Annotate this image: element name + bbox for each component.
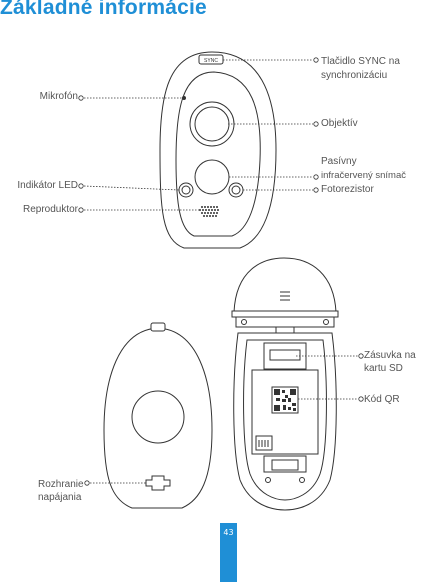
camera-front-illustration	[159, 51, 277, 249]
front-leader-lines	[83, 59, 313, 211]
label-power-line1: Rozhranie	[38, 479, 84, 490]
back-open-leaders	[296, 353, 364, 402]
label-power-line2: napájania	[38, 492, 82, 503]
page-number: 43	[223, 528, 234, 537]
label-pir-line1: Pasívny	[321, 156, 357, 167]
label-speaker: Reproduktor	[22, 204, 78, 215]
label-sync-line1: Tlačidlo SYNC na	[321, 56, 400, 67]
label-led: Indikátor LED	[17, 180, 78, 191]
back-cover-illustration	[103, 322, 213, 509]
label-sync-line2: synchronizáciu	[321, 70, 388, 81]
label-photoresistor: Fotorezistor	[321, 184, 374, 195]
page-number-tab	[220, 523, 237, 582]
label-mic: Mikrofón	[39, 91, 78, 102]
label-qr: Kód QR	[364, 394, 400, 405]
front-leader-endpoints	[78, 57, 319, 213]
camera-open-illustration	[231, 257, 339, 511]
back-cover-leader	[84, 480, 146, 486]
label-lens: Objektív	[321, 118, 358, 129]
page-title: Základné informácie	[0, 0, 207, 19]
label-sd-line2: kartu SD	[364, 363, 403, 374]
label-sd-line1: Zásuvka na	[364, 350, 416, 361]
label-pir-line2: infračervený snímač	[321, 170, 407, 181]
sync-button-text: SYNC	[204, 58, 218, 64]
